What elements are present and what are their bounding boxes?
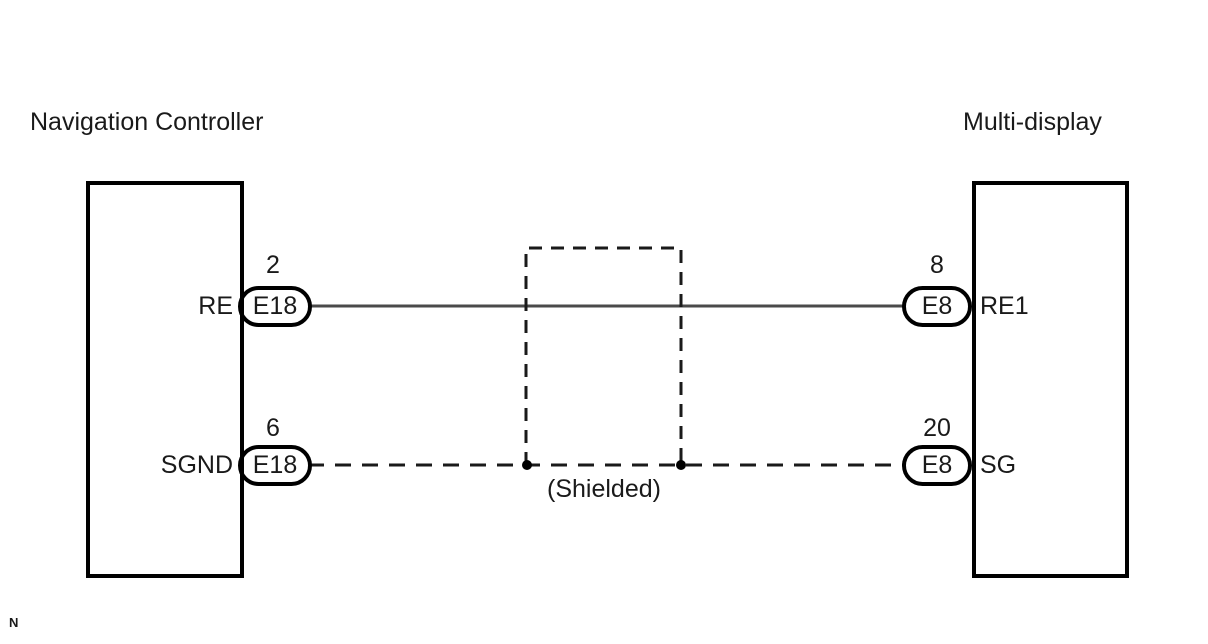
signal-label-left-2: SGND bbox=[160, 451, 233, 479]
connector-code-left-2: E18 bbox=[252, 451, 298, 479]
pin-number-right-2: 20 bbox=[923, 414, 951, 442]
shield-junction-dot-right bbox=[676, 460, 686, 470]
connector-oval-right-pin8 bbox=[902, 286, 972, 327]
connector-code-right-1: E8 bbox=[921, 292, 953, 320]
shield-junction-dot-left bbox=[522, 460, 532, 470]
shield-label: (Shielded) bbox=[547, 475, 661, 503]
connector-code-left-1: E18 bbox=[252, 292, 298, 320]
pin-number-left-2: 6 bbox=[266, 414, 280, 442]
corner-mark: N bbox=[9, 615, 19, 630]
connector-code-right-2: E8 bbox=[921, 451, 953, 479]
signal-label-left-1: RE bbox=[198, 292, 233, 320]
connector-oval-right-pin20 bbox=[902, 445, 972, 486]
shield-enclosure bbox=[524, 246, 683, 465]
signal-label-right-2: SG bbox=[980, 451, 1017, 479]
multi-display-box bbox=[972, 181, 1129, 578]
pin-number-right-1: 8 bbox=[930, 251, 944, 279]
navigation-controller-box bbox=[86, 181, 244, 578]
multi-display-title: Multi-display bbox=[963, 108, 1102, 136]
signal-label-right-1: RE1 bbox=[980, 292, 1029, 320]
navigation-controller-title: Navigation Controller bbox=[30, 108, 264, 136]
pin-number-left-1: 2 bbox=[266, 251, 280, 279]
